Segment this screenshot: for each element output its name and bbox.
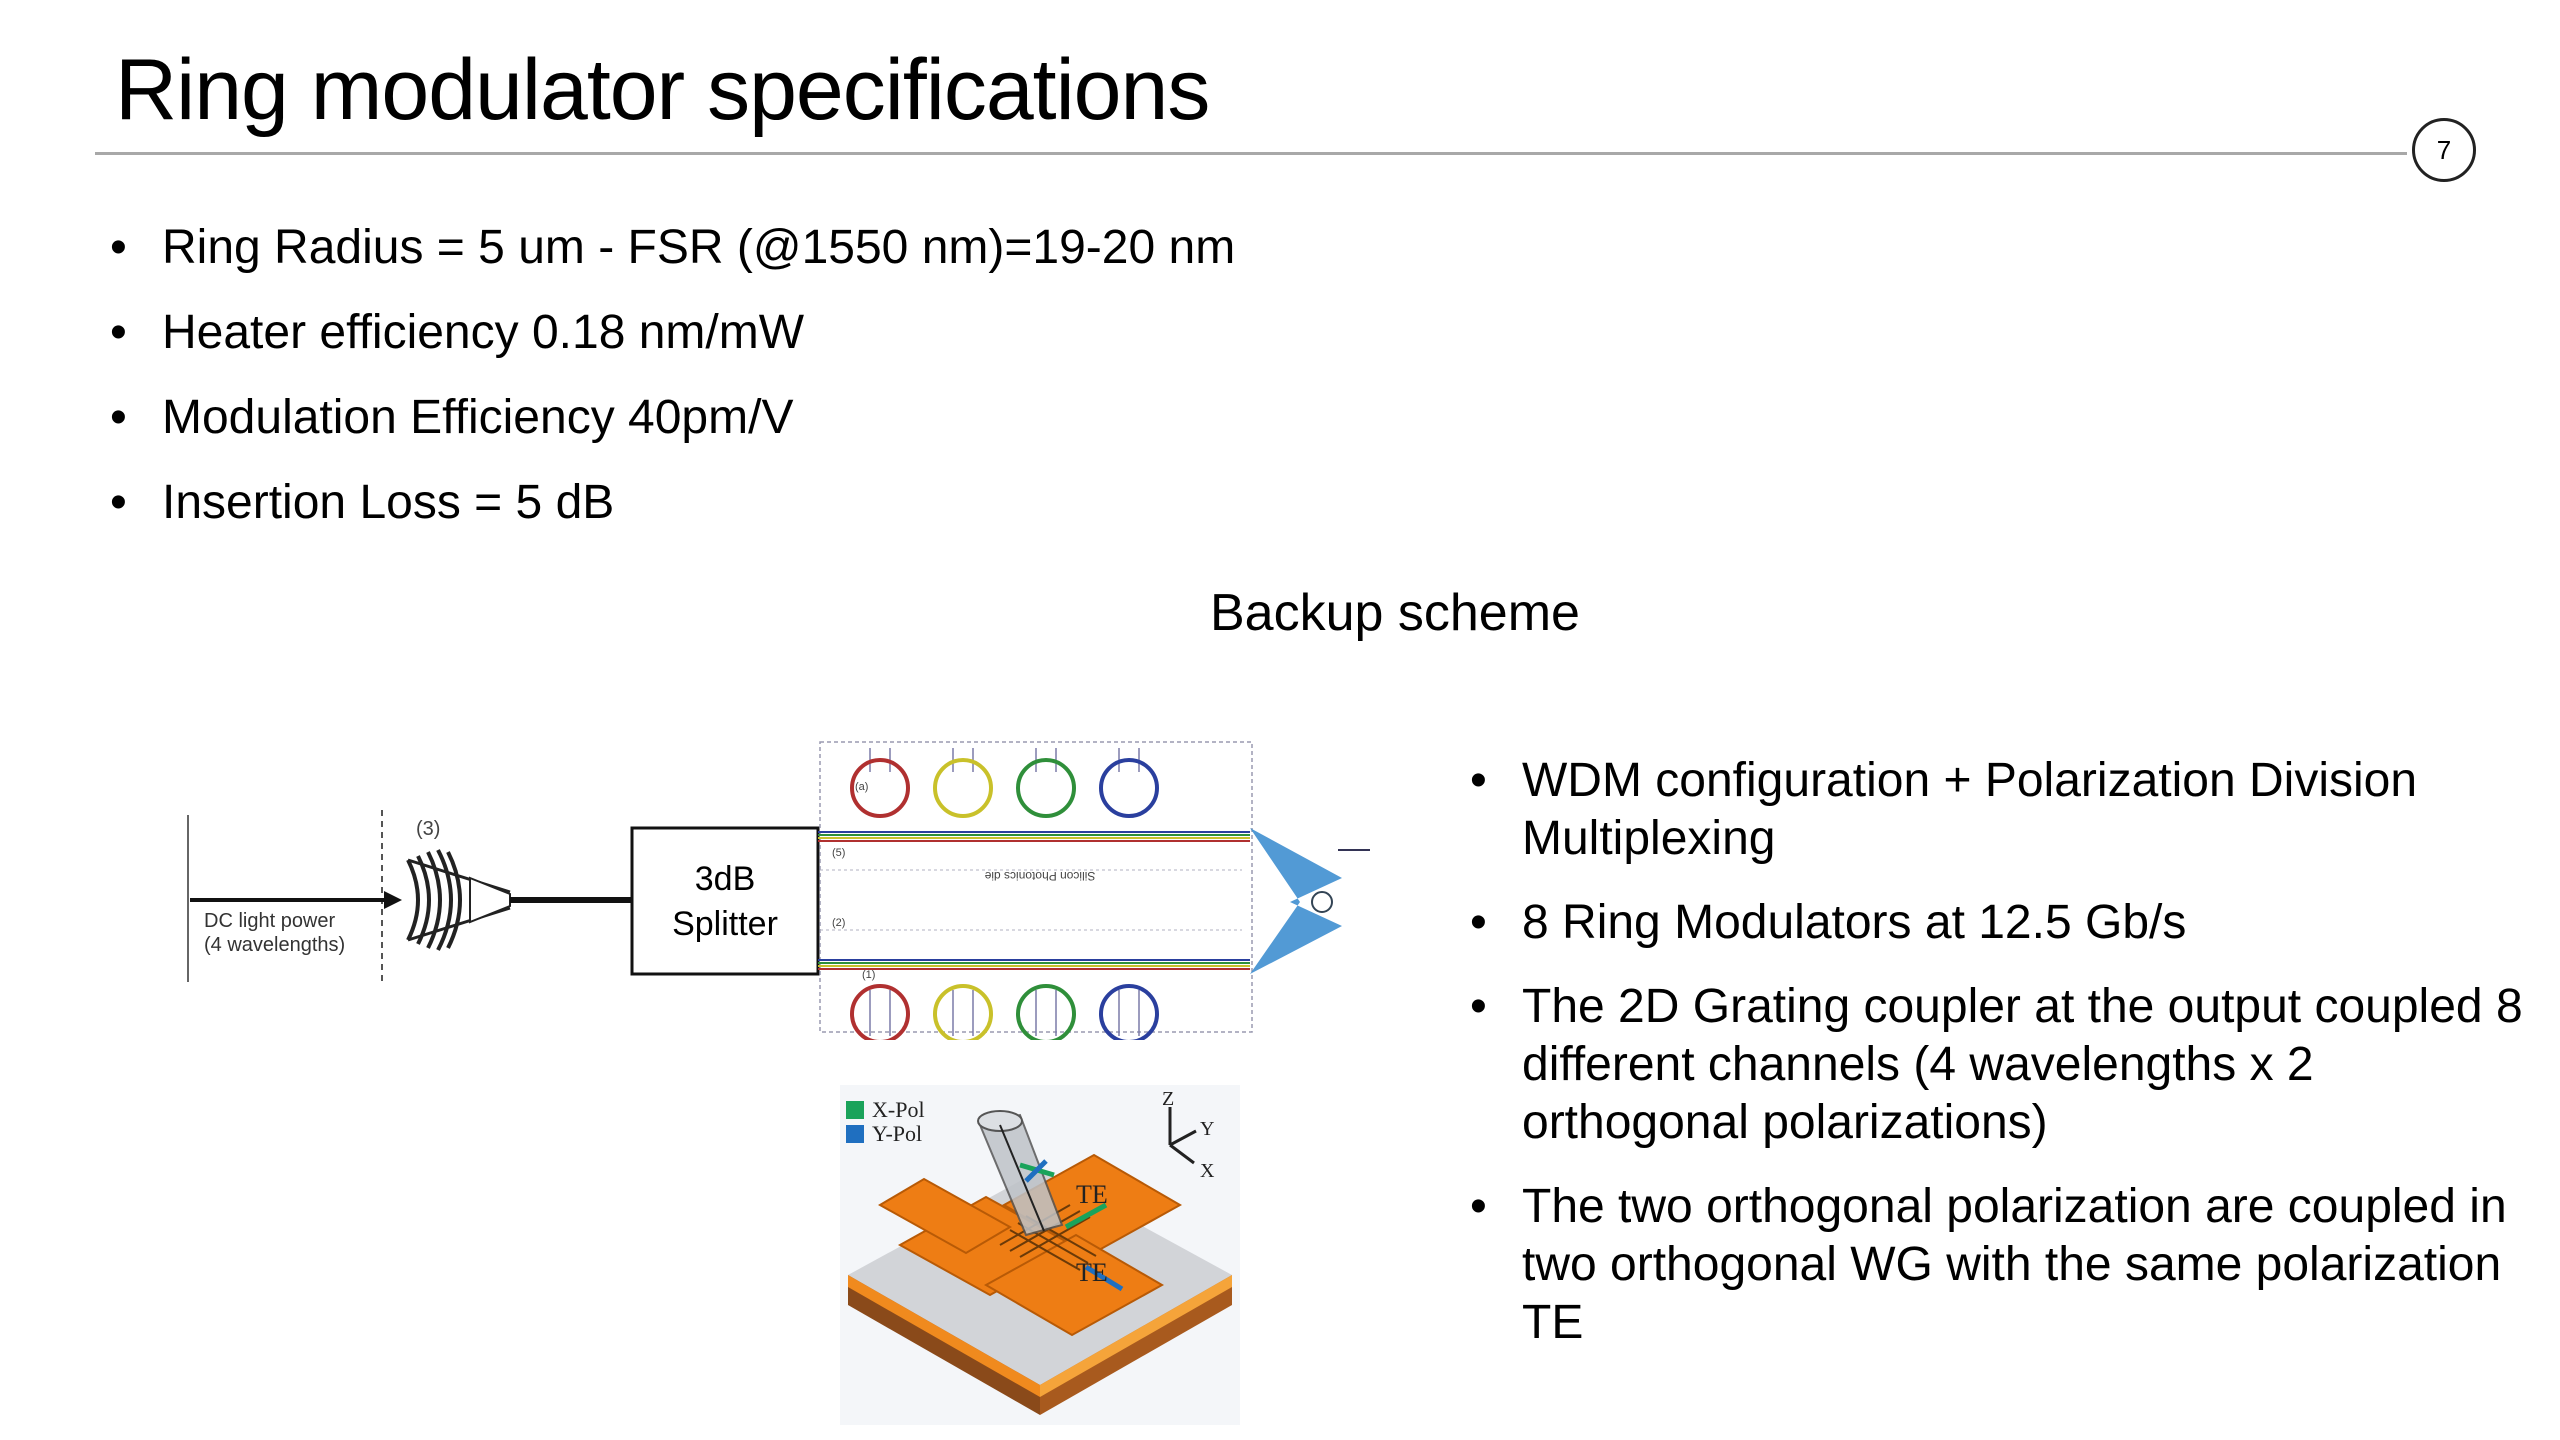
te-arrow-2 xyxy=(1084,1264,1124,1292)
axis-x-label: X xyxy=(1200,1160,1215,1182)
ring-modulator xyxy=(933,758,993,818)
marker-a: (a) xyxy=(855,781,868,793)
input-label-2: (4 wavelengths) xyxy=(204,934,345,956)
legend-y-swatch xyxy=(846,1125,864,1143)
legend-x-label: X-Pol xyxy=(872,1097,925,1122)
te-label-2: TE xyxy=(1076,1258,1108,1287)
backup-bullet-list: WDM configuration + Polarization Divisio… xyxy=(1470,752,2530,1378)
axis-z-label: Z xyxy=(1162,1088,1174,1110)
bullet-heater-efficiency: Heater efficiency 0.18 nm/mW xyxy=(110,303,1510,363)
coupler-marker: (3) xyxy=(416,818,440,840)
bullet-insertion-loss: Insertion Loss = 5 dB xyxy=(110,473,1510,533)
splitter-label-2: Splitter xyxy=(672,905,778,943)
waveguide-arm-back xyxy=(877,1177,1013,1255)
ring-modulator xyxy=(1099,758,1159,818)
te-label-1: TE xyxy=(1076,1180,1108,1209)
bullet-orthogonal-polarization: The two orthogonal polarization are coup… xyxy=(1470,1178,2530,1352)
ring-modulator xyxy=(1016,758,1076,818)
splitter-label-1: 3dB xyxy=(695,860,756,898)
bullet-ring-radius: Ring Radius = 5 um - FSR (@1550 nm)=19-2… xyxy=(110,218,1510,278)
spec-bullet-list: Ring Radius = 5 um - FSR (@1550 nm)=19-2… xyxy=(110,218,1510,558)
box-layer-left xyxy=(848,1275,1040,1397)
marker-5: (5) xyxy=(832,847,845,859)
bullet-2d-grating-coupler: The 2D Grating coupler at the output cou… xyxy=(1470,978,2530,1152)
input-grating-coupler xyxy=(406,849,511,951)
ring-modulator xyxy=(1099,984,1159,1040)
splitter-box xyxy=(630,826,820,976)
legend-x-swatch xyxy=(846,1101,864,1119)
input-arrowhead xyxy=(384,891,402,909)
y-pol-arrow xyxy=(1024,1159,1048,1183)
ring-modulator xyxy=(850,758,910,818)
marker-2: (2) xyxy=(832,917,845,929)
title-divider xyxy=(95,152,2407,155)
output-grating-coupler xyxy=(1250,828,1370,974)
ring-modulator xyxy=(850,984,910,1040)
ring-modulator xyxy=(933,984,993,1040)
backup-heading: Backup scheme xyxy=(1210,584,1580,642)
bottom-bus-waveguide xyxy=(818,959,1250,970)
slide-title: Ring modulator specifications xyxy=(115,42,1210,138)
box-layer-right xyxy=(1040,1275,1232,1397)
marker-1: (1) xyxy=(862,969,875,981)
legend-y-label: Y-Pol xyxy=(872,1121,922,1146)
page-number: 7 xyxy=(2412,118,2476,182)
top-bus-waveguide xyxy=(818,831,1250,842)
bullet-modulation-efficiency: Modulation Efficiency 40pm/V xyxy=(110,388,1510,448)
bullet-wdm-configuration: WDM configuration + Polarization Divisio… xyxy=(1470,752,2530,868)
te-arrow-1 xyxy=(1064,1202,1108,1230)
bullet-ring-modulators: 8 Ring Modulators at 12.5 Gb/s xyxy=(1470,894,2530,952)
waveguide-label: Silicon Photonics die xyxy=(984,869,1095,883)
input-label-1: DC light power xyxy=(204,910,336,932)
axis-y-label: Y xyxy=(1200,1118,1214,1140)
optical-fiber xyxy=(977,1110,1064,1237)
grating-coupler-3d-figure: TE TE X-Pol Y-Pol Z Y X xyxy=(840,1085,1240,1425)
top-ring-modulators xyxy=(850,748,1159,818)
axis-triad xyxy=(1168,1107,1197,1165)
wdm-modulator-diagram: DC light power (4 wavelengths) (3) 3dB S… xyxy=(187,741,1370,1040)
ring-modulator xyxy=(1016,984,1076,1040)
bottom-ring-modulators xyxy=(850,984,1159,1040)
